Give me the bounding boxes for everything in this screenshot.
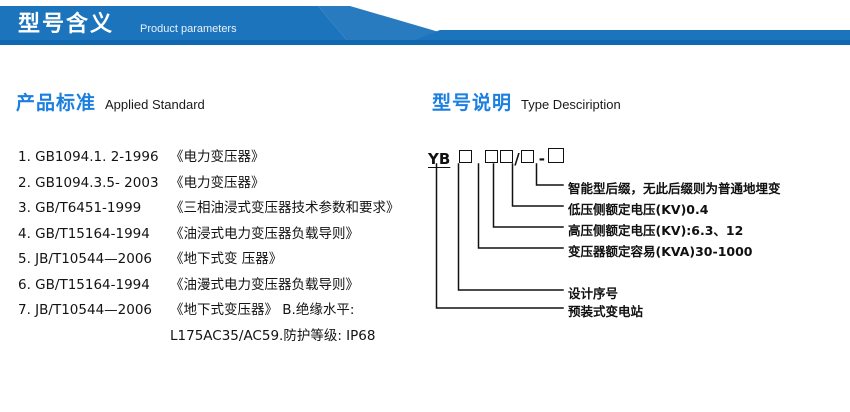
code-box-2 — [485, 150, 499, 163]
standard-name: 《电力变压器》 — [170, 149, 265, 165]
standard-name: 《三相油浸式变压器技术参数和要求》 — [170, 200, 400, 216]
standard-code: 3. GB/T6451-1999 — [18, 200, 142, 216]
type-code-string: YB /- — [428, 148, 565, 168]
annotation-design-serial: 设计序号 — [568, 286, 619, 301]
annotation-rated-capacity: 变压器额定容易(KVA)30-1000 — [568, 244, 753, 259]
list-item: 3. GB/T6451-1999 《三相油浸式变压器技术参数和要求》 — [18, 196, 438, 222]
leader-lines — [435, 163, 564, 309]
annotation-prefab-substation: 预装式变电站 — [568, 304, 644, 319]
type-heading-en: Type Desciription — [521, 97, 621, 112]
type-heading-cn: 型号说明 — [432, 92, 513, 114]
list-item: 7. JB/T10544—2006 《地下式变压器》 B.绝缘水平: — [18, 298, 438, 324]
annotation-hv-rated-voltage: 高压侧额定电压(KV):6.3、12 — [568, 223, 744, 238]
code-box-4 — [520, 150, 534, 163]
code-dash: - — [538, 150, 546, 168]
standards-list: 1. GB1094.1. 2-1996《电力变压器》2. GB1094.3.5-… — [18, 145, 438, 349]
code-box-3 — [500, 150, 514, 163]
type-section-heading: 型号说明 Type Desciription — [432, 88, 621, 115]
standard-name: 《油漫式电力变压器负载导则》 — [170, 276, 359, 293]
standard-code: 6. GB/T15164-1994 — [18, 276, 150, 293]
list-item: 2. GB1094.3.5- 2003 《电力变压器》 — [18, 171, 438, 197]
standard-code: 4. GB/T15164-1994 — [18, 225, 150, 242]
code-box-5 — [548, 148, 565, 163]
standards-heading-cn: 产品标准 — [16, 92, 97, 114]
header-band-main — [0, 6, 350, 44]
standard-name: 《油浸式电力变压器负载导则》 — [170, 225, 359, 242]
standard-code: 7. JB/T10544—2006 — [18, 302, 153, 318]
annotation-lv-rated-voltage: 低压侧额定电压(KV)0.4 — [568, 202, 709, 217]
header-underline-strip — [0, 40, 850, 45]
list-item: 1. GB1094.1. 2-1996 《电力变压器》 — [18, 145, 438, 171]
list-item: 4. GB/T15164-1994 《油浸式电力变压器负载导则》 — [18, 222, 438, 248]
standard-code: 1. GB1094.1. 2-1996 — [18, 149, 159, 165]
standard-name: 《地下式变 压器》 — [170, 251, 283, 267]
standard-code: 2. GB1094.3.5- 2003 — [18, 174, 159, 191]
header-banner: 型号含义 Product parameters — [0, 0, 850, 50]
standards-section-heading: 产品标准 Applied Standard — [16, 88, 205, 115]
standards-heading-en: Applied Standard — [105, 97, 205, 112]
type-code-diagram: YB /- 智能型后缀，无此后缀则为普通地埋变 低压侧额定电压(KV)0.4 高压… — [420, 140, 850, 340]
header-title-en: Product parameters — [140, 23, 237, 35]
standard-code: 5. JB/T10544—2006 — [18, 251, 153, 267]
standard-name: 《地下式变压器》 B.绝缘水平: — [170, 302, 355, 318]
header-title-cn: 型号含义 — [18, 12, 115, 37]
list-item: 5. JB/T10544—2006 《地下式变 压器》 — [18, 247, 438, 273]
code-slash: / — [514, 150, 520, 168]
list-item: 6. GB/T15164-1994 《油漫式电力变压器负载导则》 — [18, 273, 438, 299]
code-box-1 — [459, 150, 473, 163]
standard-name: 《电力变压器》 — [170, 174, 265, 191]
annotation-smart-suffix: 智能型后缀，无此后缀则为普通地埋变 — [568, 181, 781, 196]
standard-continuation: L175AC35/AC59.防护等级: IP68 — [170, 327, 376, 344]
code-prefix-yb: YB — [428, 150, 451, 168]
